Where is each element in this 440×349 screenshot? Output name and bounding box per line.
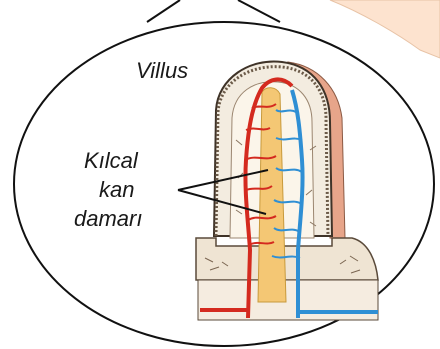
villus-base [196, 238, 378, 280]
villus-label: Villus [136, 58, 188, 83]
background-circle-fragment [330, 0, 440, 58]
zoom-line-left [147, 0, 180, 22]
zoom-line-right [238, 0, 280, 22]
capillary-label-line2: kan [99, 177, 134, 202]
villus [196, 61, 378, 320]
capillary-label-line3: damarı [74, 206, 142, 231]
capillary-label-line1: Kılcal [84, 148, 139, 173]
